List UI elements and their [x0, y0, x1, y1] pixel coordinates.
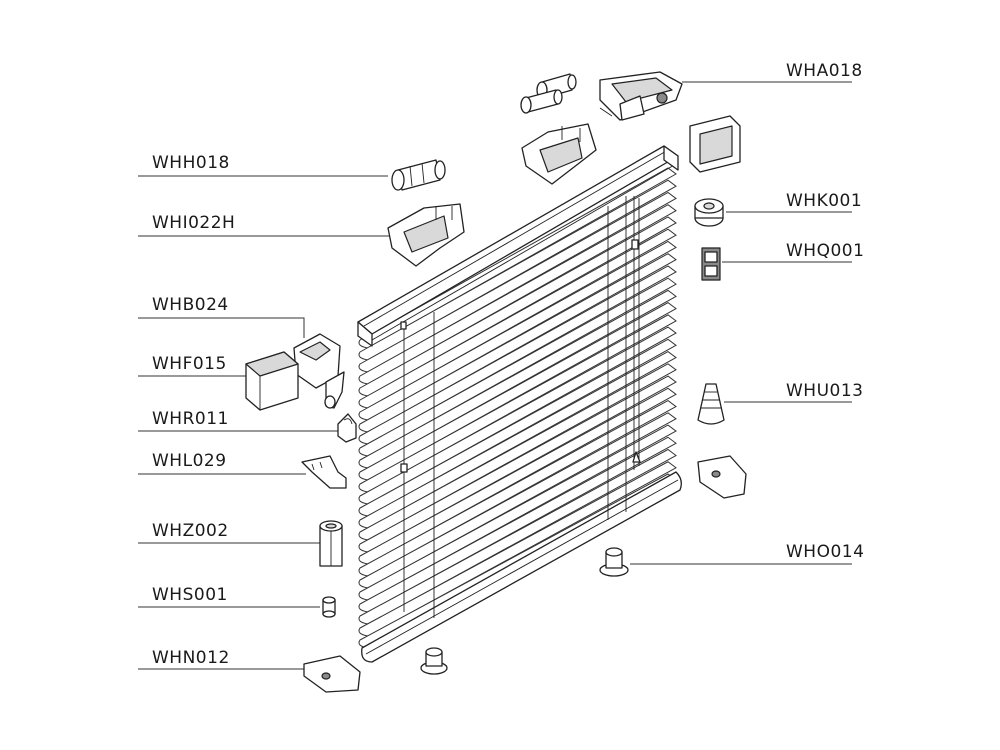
slat [358, 314, 677, 493]
label-whz002: WHZ002 [152, 521, 229, 541]
part-whu013-cord-cone [697, 383, 725, 425]
slat [358, 326, 677, 505]
part-whi022h-bracket [387, 203, 465, 267]
callout-whr011: WHR011 [138, 409, 338, 432]
label-whk001: WHK001 [786, 191, 862, 211]
callout-whq001: WHQ001 [722, 241, 864, 263]
slat [358, 461, 677, 637]
slat [358, 424, 677, 601]
slat [358, 399, 677, 577]
slat [358, 216, 677, 397]
part-end-cap-box [689, 115, 741, 173]
slat [358, 253, 677, 433]
slat [358, 265, 677, 445]
blind-assembly [357, 145, 682, 663]
label-whh018: WHH018 [152, 153, 230, 173]
head-rail [357, 145, 679, 347]
blind-slats [358, 167, 677, 649]
slat [358, 338, 677, 517]
part-whs001-stopper [322, 596, 336, 618]
label-whr011: WHR011 [152, 409, 229, 429]
slat [358, 240, 677, 421]
slat [358, 302, 677, 481]
part-bottom-button [420, 647, 448, 675]
callout-whb024: WHB024 [138, 295, 305, 338]
callout-whn012: WHN012 [138, 648, 304, 670]
part-who014-button [599, 547, 629, 577]
callout-wha018: WHA018 [682, 61, 863, 83]
part-whb024-tilter [293, 333, 345, 409]
label-wha018: WHA018 [786, 61, 863, 81]
slat [358, 448, 677, 625]
label-who014: WHO014 [786, 542, 864, 562]
part-whf015-block [245, 351, 299, 411]
slat [358, 412, 677, 589]
label-whs001: WHS001 [152, 585, 228, 605]
slat [358, 277, 677, 457]
part-bottom-end-cap-right [697, 455, 747, 499]
slat [358, 387, 677, 565]
part-wha018-bracket [599, 71, 683, 121]
part-bracket-top-center [521, 123, 597, 185]
label-whu013: WHU013 [786, 381, 863, 401]
label-whl029: WHL029 [152, 451, 227, 471]
slat [358, 363, 677, 541]
callout-whu013: WHU013 [724, 381, 863, 403]
label-whf015: WHF015 [152, 354, 227, 374]
callout-whl029: WHL029 [138, 451, 306, 475]
callout-whf015: WHF015 [138, 354, 246, 377]
callout-who014: WHO014 [630, 542, 864, 565]
slat [358, 167, 677, 349]
label-whq001: WHQ001 [786, 241, 864, 261]
part-whl029-clip [301, 455, 347, 489]
callout-whi022h: WHI022H [138, 213, 392, 237]
part-whh018-anchor [391, 159, 446, 191]
label-whi022h: WHI022H [152, 213, 235, 233]
leader-whb024 [138, 317, 305, 338]
slat [358, 228, 677, 409]
callout-whs001: WHS001 [138, 585, 320, 608]
part-anchor-top-2 [520, 89, 563, 114]
lift-cord [400, 196, 641, 473]
slat [358, 289, 677, 469]
callout-whh018: WHH018 [138, 153, 388, 177]
callout-whk001: WHK001 [726, 191, 862, 213]
callout-whz002: WHZ002 [138, 521, 320, 544]
part-whq001-clip [701, 247, 721, 281]
slat [358, 204, 677, 385]
part-whz002-wand-adapter [319, 520, 343, 567]
slat [358, 375, 677, 553]
part-whn012-end-cap [303, 655, 361, 693]
slat [358, 179, 677, 361]
slat [358, 436, 677, 613]
part-whk001-ring [694, 198, 724, 227]
part-whr011-hook [337, 413, 357, 443]
slat [358, 351, 677, 529]
label-whb024: WHB024 [152, 295, 229, 315]
label-whn012: WHN012 [152, 648, 230, 668]
slat [358, 191, 677, 373]
